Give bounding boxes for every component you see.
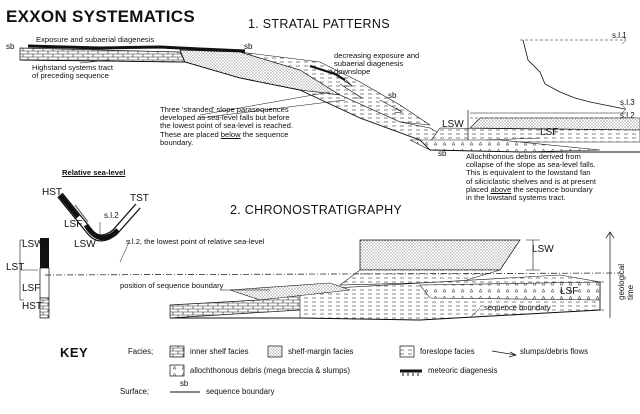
key-foreslope: foreslope facies [420,347,475,356]
rsl-lsw: LSW [74,239,96,250]
key-slumps: slumps/debris flows [520,347,589,356]
decreasing-note: decreasing exposure and subaerial diagen… [334,51,420,77]
geological-time-label: geological time [617,263,635,300]
chronostratigraphy-section [19,231,621,321]
column-lsw: LSW [22,239,44,250]
section2-heading: 2. CHRONOSTRATIGRAPHY [230,203,403,217]
foreslope-swatch [399,345,415,358]
relative-sea-level-curve [57,192,141,242]
column-hst: HST [22,301,42,312]
sl3-label: s.l.3 [620,98,635,107]
inner-shelf-swatch [169,345,185,358]
rsl-lsf: LSF [64,219,83,230]
sequence-boundary-note: sequence boundary [484,303,551,312]
lsf-label-1: LSF [540,127,559,138]
key-surface-label: Surface; [120,387,150,396]
position-sb-note: position of sequence boundary [120,281,224,290]
key-inner-shelf: inner shelf facies [190,347,249,356]
key-symbols [169,345,517,393]
slump-arrow-symbol [491,350,517,358]
lsf-label-2: LSF [560,286,579,297]
lsw-label-1: LSW [442,119,464,130]
main-title: EXXON SYSTEMATICS [6,7,195,26]
exposure-note: Exposure and subaerial diagenesis [36,35,155,44]
key-facies-label: Facies; [128,347,154,356]
key-meteoric: meteoric diagenesis [428,366,498,375]
sb-label-1: sb [6,42,15,51]
lsw-label-2: LSW [532,244,554,255]
sb-label-2: sb [244,42,253,51]
stranded-note: Three 'stranded' slope parasequences dev… [160,105,293,147]
stratal-pattern-cross-section [19,35,640,153]
key-allochthonous: allochthonous debris (mega breccia & slu… [190,366,350,375]
lowest-point-note: s.l.2, the lowest point of relative sea-… [126,237,265,246]
allochthonous-swatch [169,364,185,377]
sb-label-3: sb [388,91,397,100]
column-lsf: LSF [22,283,41,294]
highstand-note: Highstand systems tract of preceding seq… [32,63,114,81]
allochthonous-note: Allochthonous debris derived from collap… [466,152,596,202]
rsl-tst: TST [130,193,149,204]
key-sb-label: sb [180,379,189,388]
column-lst: LST [6,262,25,273]
key-sequence-boundary: sequence boundary [206,387,275,396]
sb-label-4: sb [438,149,447,158]
rsl-hst: HST [42,187,62,198]
sl2-label-top: s.l.2 [620,111,635,120]
sl1-label: s.l.1 [612,31,627,40]
rsl-sl2: s.l.2 [104,211,119,220]
key-shelf-margin: shelf-margin facies [288,347,354,356]
shelf-margin-swatch [267,345,283,358]
key-title: KEY [60,345,89,360]
section1-heading: 1. STRATAL PATTERNS [248,17,390,31]
relative-sea-level-heading: Relative sea-level [62,168,126,177]
